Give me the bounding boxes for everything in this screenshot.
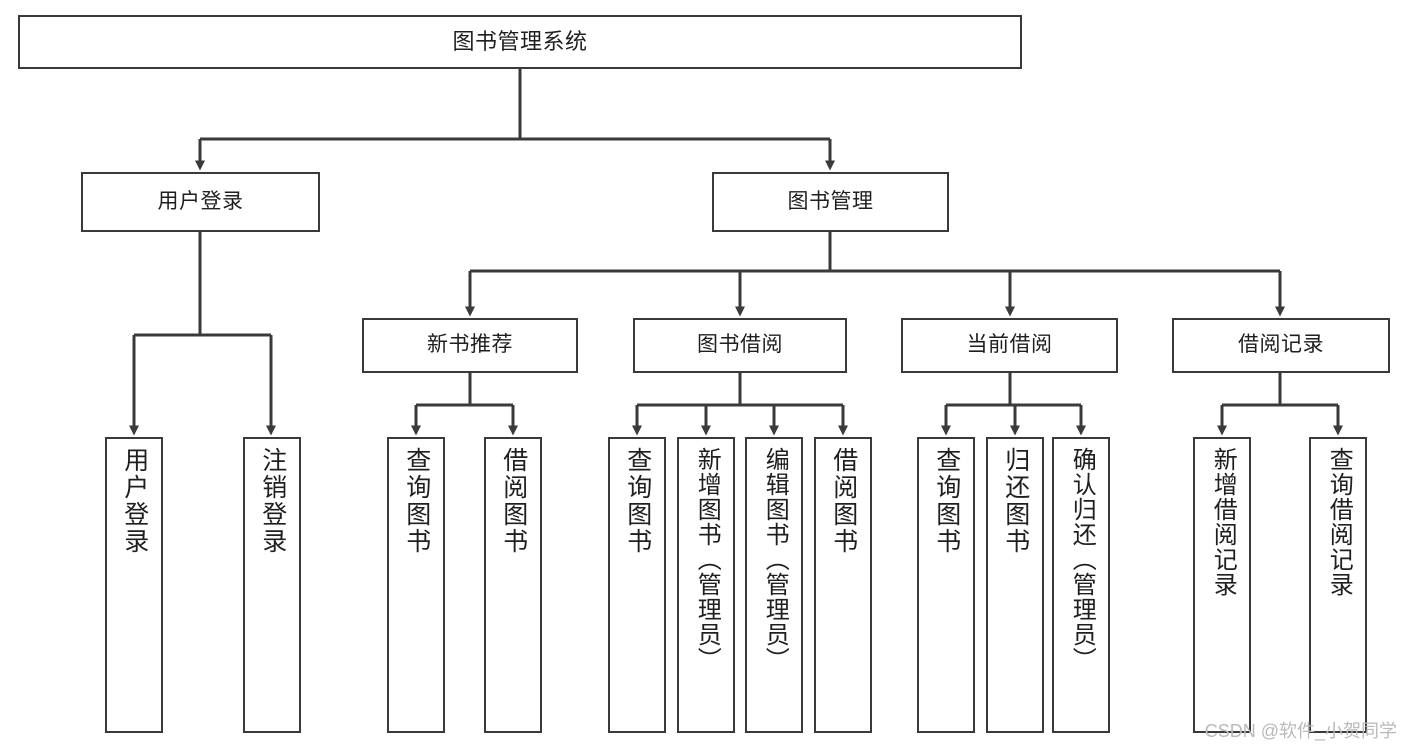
node-leaf-user-login-label: 用户登录 bbox=[120, 447, 149, 555]
node-leaf-query-book-3-label: 查询图书 bbox=[932, 447, 961, 555]
node-leaf-add-record[interactable]: 新增借阅记录 bbox=[1193, 437, 1251, 733]
node-current-borrow-label: 当前借阅 bbox=[966, 333, 1053, 357]
node-leaf-confirm-return[interactable]: 确认归还（管理员） bbox=[1052, 437, 1110, 733]
node-leaf-add-book-label: 新增图书（管理员） bbox=[693, 447, 721, 672]
node-book-borrow-label: 图书借阅 bbox=[697, 333, 783, 357]
node-leaf-edit-book-label: 编辑图书（管理员） bbox=[761, 447, 789, 672]
node-leaf-borrow-book-2-label: 借阅图书 bbox=[829, 447, 858, 555]
node-leaf-query-book-2-label: 查询图书 bbox=[623, 447, 652, 555]
node-current-borrow[interactable]: 当前借阅 bbox=[901, 318, 1118, 373]
node-book-manage[interactable]: 图书管理 bbox=[712, 172, 949, 232]
node-leaf-user-login[interactable]: 用户登录 bbox=[105, 437, 163, 733]
node-leaf-add-book[interactable]: 新增图书（管理员） bbox=[677, 437, 735, 733]
watermark-text: CSDN @软件_小贺同学 bbox=[1204, 721, 1397, 741]
node-leaf-confirm-return-label: 确认归还（管理员） bbox=[1068, 447, 1096, 672]
node-leaf-query-record-label: 查询借阅记录 bbox=[1325, 447, 1353, 597]
node-book-manage-label: 图书管理 bbox=[787, 189, 874, 213]
node-root[interactable]: 图书管理系统 bbox=[18, 15, 1022, 69]
node-leaf-logout[interactable]: 注销登录 bbox=[243, 437, 301, 733]
node-leaf-add-record-label: 新增借阅记录 bbox=[1209, 447, 1237, 597]
node-leaf-query-book-1[interactable]: 查询图书 bbox=[387, 437, 445, 733]
node-leaf-query-book-3[interactable]: 查询图书 bbox=[917, 437, 975, 733]
node-leaf-query-book-2[interactable]: 查询图书 bbox=[608, 437, 666, 733]
node-leaf-query-book-1-label: 查询图书 bbox=[402, 447, 431, 555]
node-root-label: 图书管理系统 bbox=[452, 29, 588, 55]
node-borrow-record-label: 借阅记录 bbox=[1238, 333, 1324, 357]
node-leaf-edit-book[interactable]: 编辑图书（管理员） bbox=[745, 437, 803, 733]
node-leaf-borrow-book-1-label: 借阅图书 bbox=[499, 447, 528, 555]
node-new-book-rec-label: 新书推荐 bbox=[427, 333, 513, 357]
node-user-login-label: 用户登录 bbox=[157, 189, 244, 213]
node-user-login[interactable]: 用户登录 bbox=[81, 172, 320, 232]
node-leaf-query-record[interactable]: 查询借阅记录 bbox=[1309, 437, 1367, 733]
node-leaf-return-book[interactable]: 归还图书 bbox=[986, 437, 1044, 733]
node-leaf-borrow-book-1[interactable]: 借阅图书 bbox=[484, 437, 542, 733]
node-book-borrow[interactable]: 图书借阅 bbox=[633, 318, 847, 373]
node-leaf-borrow-book-2[interactable]: 借阅图书 bbox=[814, 437, 872, 733]
node-leaf-return-book-label: 归还图书 bbox=[1001, 447, 1030, 555]
node-leaf-logout-label: 注销登录 bbox=[258, 447, 287, 555]
node-borrow-record[interactable]: 借阅记录 bbox=[1172, 318, 1390, 373]
node-new-book-rec[interactable]: 新书推荐 bbox=[362, 318, 578, 373]
